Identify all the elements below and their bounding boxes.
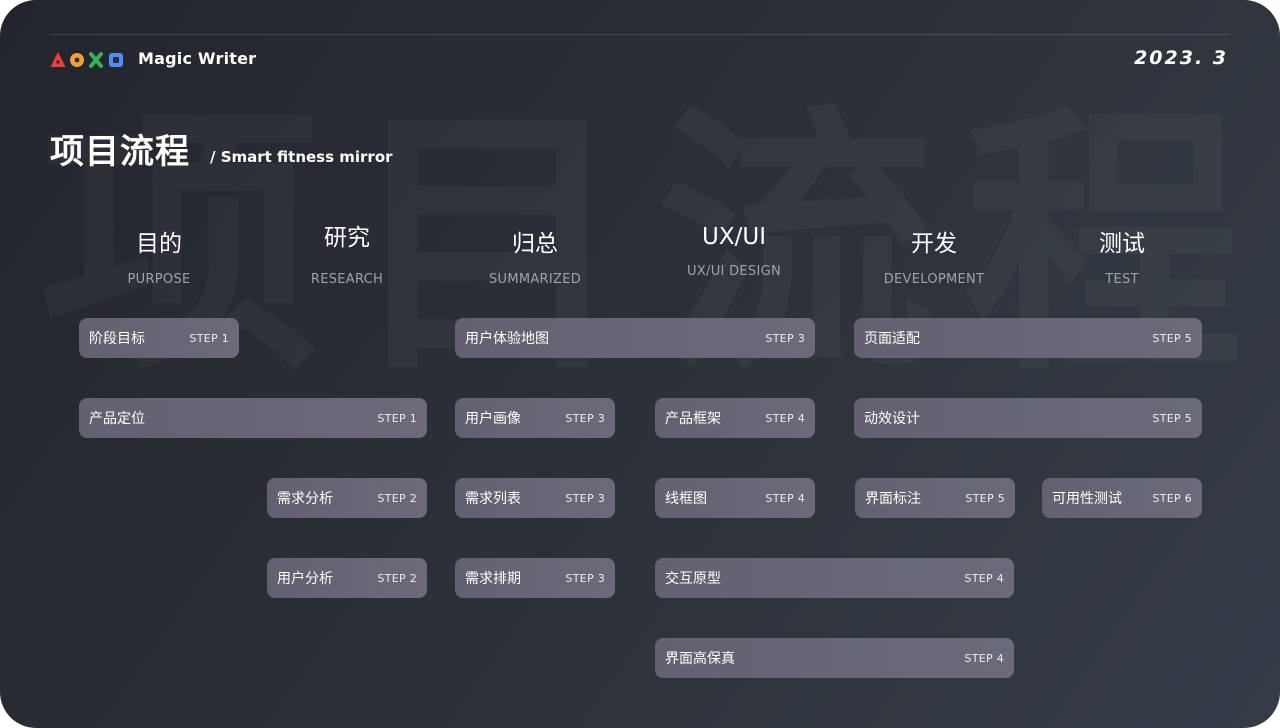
column-subtitle: TEST [1105,272,1139,287]
card-label: 线框图 [665,491,707,507]
card-step: STEP 4 [964,571,1004,585]
step-card-usability-test[interactable]: 可用性测试 STEP 6 [1042,478,1202,518]
card-label: 需求列表 [465,491,521,507]
card-label: 需求排期 [465,571,521,587]
top-divider [50,34,1230,35]
column-subtitle: UX/UI DESIGN [687,264,781,279]
card-step: STEP 2 [377,571,417,585]
card-step: STEP 2 [377,491,417,505]
column-header-uxui: UX/UI UX/UI DESIGN [634,224,834,279]
column-header-research: 研究 RESEARCH [247,218,447,287]
step-card-stage-goal[interactable]: 阶段目标 STEP 1 [79,318,239,358]
step-card-page-adaptation[interactable]: 页面适配 STEP 5 [854,318,1202,358]
card-step: STEP 3 [565,491,605,505]
step-card-user-analysis[interactable]: 用户分析 STEP 2 [267,558,427,598]
logo-cross-icon [89,52,103,68]
card-step: STEP 5 [965,491,1005,505]
column-title: 研究 [324,225,370,251]
step-card-requirement-analysis[interactable]: 需求分析 STEP 2 [267,478,427,518]
step-card-wireframe[interactable]: 线框图 STEP 4 [655,478,815,518]
column-subtitle: PURPOSE [127,272,191,287]
card-label: 需求分析 [277,491,333,507]
card-label: 可用性测试 [1052,491,1122,507]
card-label: 阶段目标 [89,331,145,347]
step-card-ui-annotation[interactable]: 界面标注 STEP 5 [855,478,1015,518]
card-step: STEP 6 [1152,491,1192,505]
card-step: STEP 3 [765,331,805,345]
column-header-test: 测试 TEST [1022,224,1222,287]
card-label: 用户画像 [465,411,521,427]
step-card-motion-design[interactable]: 动效设计 STEP 5 [854,398,1202,438]
card-label: 产品定位 [89,411,145,427]
step-card-requirement-schedule[interactable]: 需求排期 STEP 3 [455,558,615,598]
card-step: STEP 5 [1152,411,1192,425]
card-label: 界面高保真 [665,651,735,667]
column-subtitle: DEVELOPMENT [883,272,985,287]
column-subtitle: SUMMARIZED [488,272,582,287]
card-label: 界面标注 [865,491,921,507]
column-header-purpose: 目的 PURPOSE [59,224,259,287]
page-subtitle: / Smart fitness mirror [210,148,393,166]
card-label: 动效设计 [864,411,920,427]
card-step: STEP 4 [765,491,805,505]
column-title: 开发 [911,231,957,257]
card-step: STEP 3 [565,411,605,425]
column-subtitle: RESEARCH [310,272,384,287]
logo-icon [50,52,123,68]
card-label: 产品框架 [665,411,721,427]
card-step: STEP 4 [765,411,805,425]
column-header-development: 开发 DEVELOPMENT [834,224,1034,287]
card-step: STEP 4 [964,651,1004,665]
step-card-user-persona[interactable]: 用户画像 STEP 3 [455,398,615,438]
column-header-summarized: 归总 SUMMARIZED [435,224,635,287]
date-label: 2023. 3 [1134,47,1228,69]
card-step: STEP 1 [189,331,229,345]
column-title: UX/UI [702,224,766,250]
step-card-product-positioning[interactable]: 产品定位 STEP 1 [79,398,427,438]
column-title: 测试 [1099,231,1145,257]
brand-name: Magic Writer [138,49,257,68]
step-card-product-framework[interactable]: 产品框架 STEP 4 [655,398,815,438]
card-label: 用户体验地图 [465,331,549,347]
card-label: 交互原型 [665,571,721,587]
step-card-high-fidelity-ui[interactable]: 界面高保真 STEP 4 [655,638,1014,678]
card-step: STEP 3 [565,571,605,585]
card-step: STEP 1 [377,411,417,425]
column-title: 目的 [136,231,182,257]
card-label: 页面适配 [864,331,920,347]
page-title: 项目流程 [50,132,190,172]
card-step: STEP 5 [1152,331,1192,345]
step-card-journey-map[interactable]: 用户体验地图 STEP 3 [455,318,815,358]
logo-triangle-icon [50,52,66,67]
step-card-requirement-list[interactable]: 需求列表 STEP 3 [455,478,615,518]
column-title: 归总 [512,231,558,257]
step-card-interactive-prototype[interactable]: 交互原型 STEP 4 [655,558,1014,598]
card-label: 用户分析 [277,571,333,587]
